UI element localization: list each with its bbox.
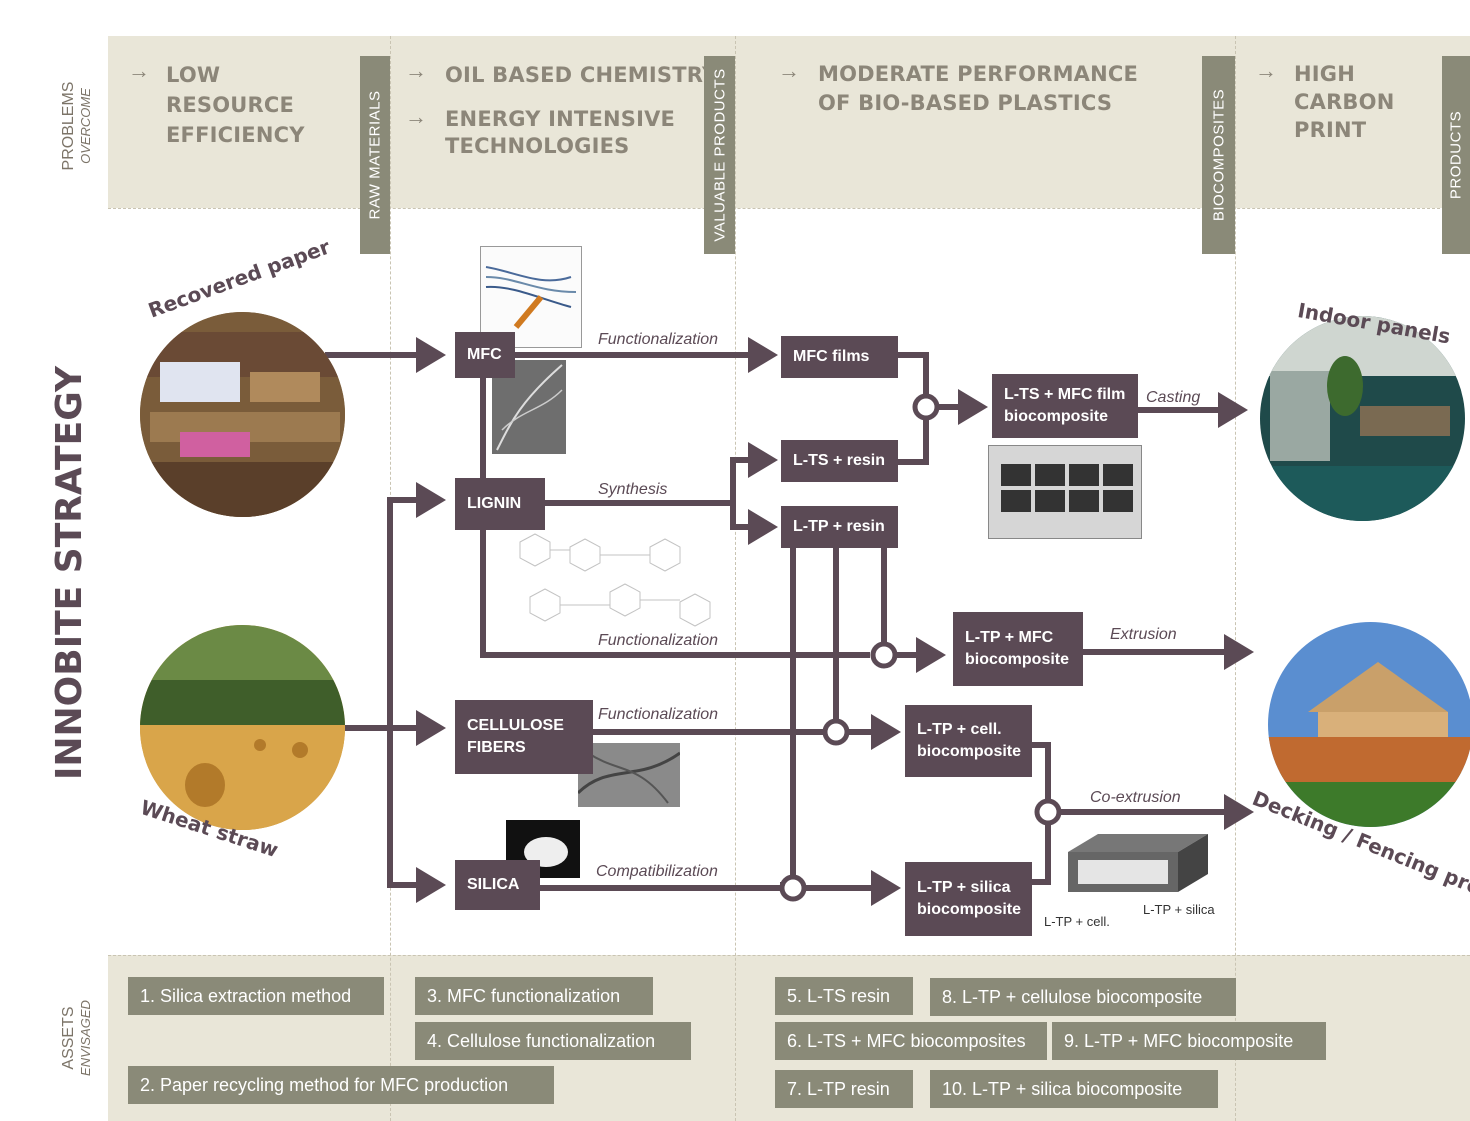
problem-2b: ENERGY INTENSIVE TECHNOLOGIES [445,107,676,158]
coextrusion-profile-image [1068,832,1208,894]
row-divider [108,955,1470,956]
arrow-icon: → [405,104,427,129]
asset-7: 7. L-TP resin [775,1070,913,1108]
problem-3: MODERATE PERFORMANCE OF BIO-BASED PLASTI… [818,62,1139,115]
panel-grid-image [988,445,1142,539]
asset-10: 10. L-TP + silica biocomposite [930,1070,1218,1108]
node-lignin[interactable]: LIGNIN [455,478,545,530]
arrow-icon: → [1255,58,1277,83]
node-silica[interactable]: SILICA [455,860,540,910]
column-divider [735,36,736,1121]
label-extrusion: Extrusion [1110,626,1177,643]
lignin-structure-image [500,512,730,652]
fiber-drawing-image [480,246,582,348]
asset-8: 8. L-TP + cellulose biocomposite [930,978,1236,1016]
profile-label-silica: L-TP + silica [1143,902,1215,917]
problem-4: HIGH CARBON PRINT [1294,62,1395,142]
node-mfc-films[interactable]: MFC films [781,336,898,378]
label-synthesis: Synthesis [598,481,668,498]
cellulose-microscopy-image [576,743,681,807]
tab-products: PRODUCTS [1442,56,1470,254]
row-divider [108,208,1470,209]
tab-valuable-products: VALUABLE PRODUCTS [704,56,735,254]
asset-4: 4. Cellulose functionalization [415,1022,691,1060]
node-mfc[interactable]: MFC [455,332,515,378]
arrow-icon: → [405,58,427,83]
recovered-paper-photo [140,312,345,517]
profile-label-cell: L-TP + cell. [1044,914,1110,929]
label-functionalization-cellulose: Functionalization [598,706,719,723]
arrow-icon: → [128,58,150,83]
tab-raw-materials: RAW MATERIALS [360,56,390,254]
decking-photo [1268,622,1470,827]
node-lts-resin[interactable]: L-TS + resin [781,440,898,482]
node-ltp-resin[interactable]: L-TP + resin [781,506,898,548]
label-coextrusion: Co-extrusion [1090,789,1181,806]
asset-3: 3. MFC functionalization [415,977,653,1015]
wheat-straw-photo [140,625,345,830]
tab-biocomposites: BIOCOMPOSITES [1202,56,1235,254]
problems-band [108,36,1470,208]
asset-5: 5. L-TS resin [775,977,913,1015]
asset-1: 1. Silica extraction method [128,977,384,1015]
asset-6: 6. L-TS + MFC biocomposites [775,1022,1047,1060]
label-compatibilization: Compatibilization [596,863,718,880]
problem-2a: OIL BASED CHEMISTRY [445,63,718,87]
label-functionalization-mfc: Functionalization [598,331,719,348]
label-casting: Casting [1146,389,1201,406]
indoor-panels-photo [1260,316,1465,521]
arrow-icon: → [778,58,800,83]
asset-2: 2. Paper recycling method for MFC produc… [128,1066,554,1104]
column-divider [1235,36,1236,1121]
node-ltp-cell-biocomposite[interactable]: L-TP + cell.biocomposite [905,705,1032,777]
asset-9: 9. L-TP + MFC biocomposite [1052,1022,1326,1060]
label-functionalization-lower: Functionalization [598,632,719,649]
problem-1: LOW RESOURCE EFFICIENCY [166,63,305,147]
